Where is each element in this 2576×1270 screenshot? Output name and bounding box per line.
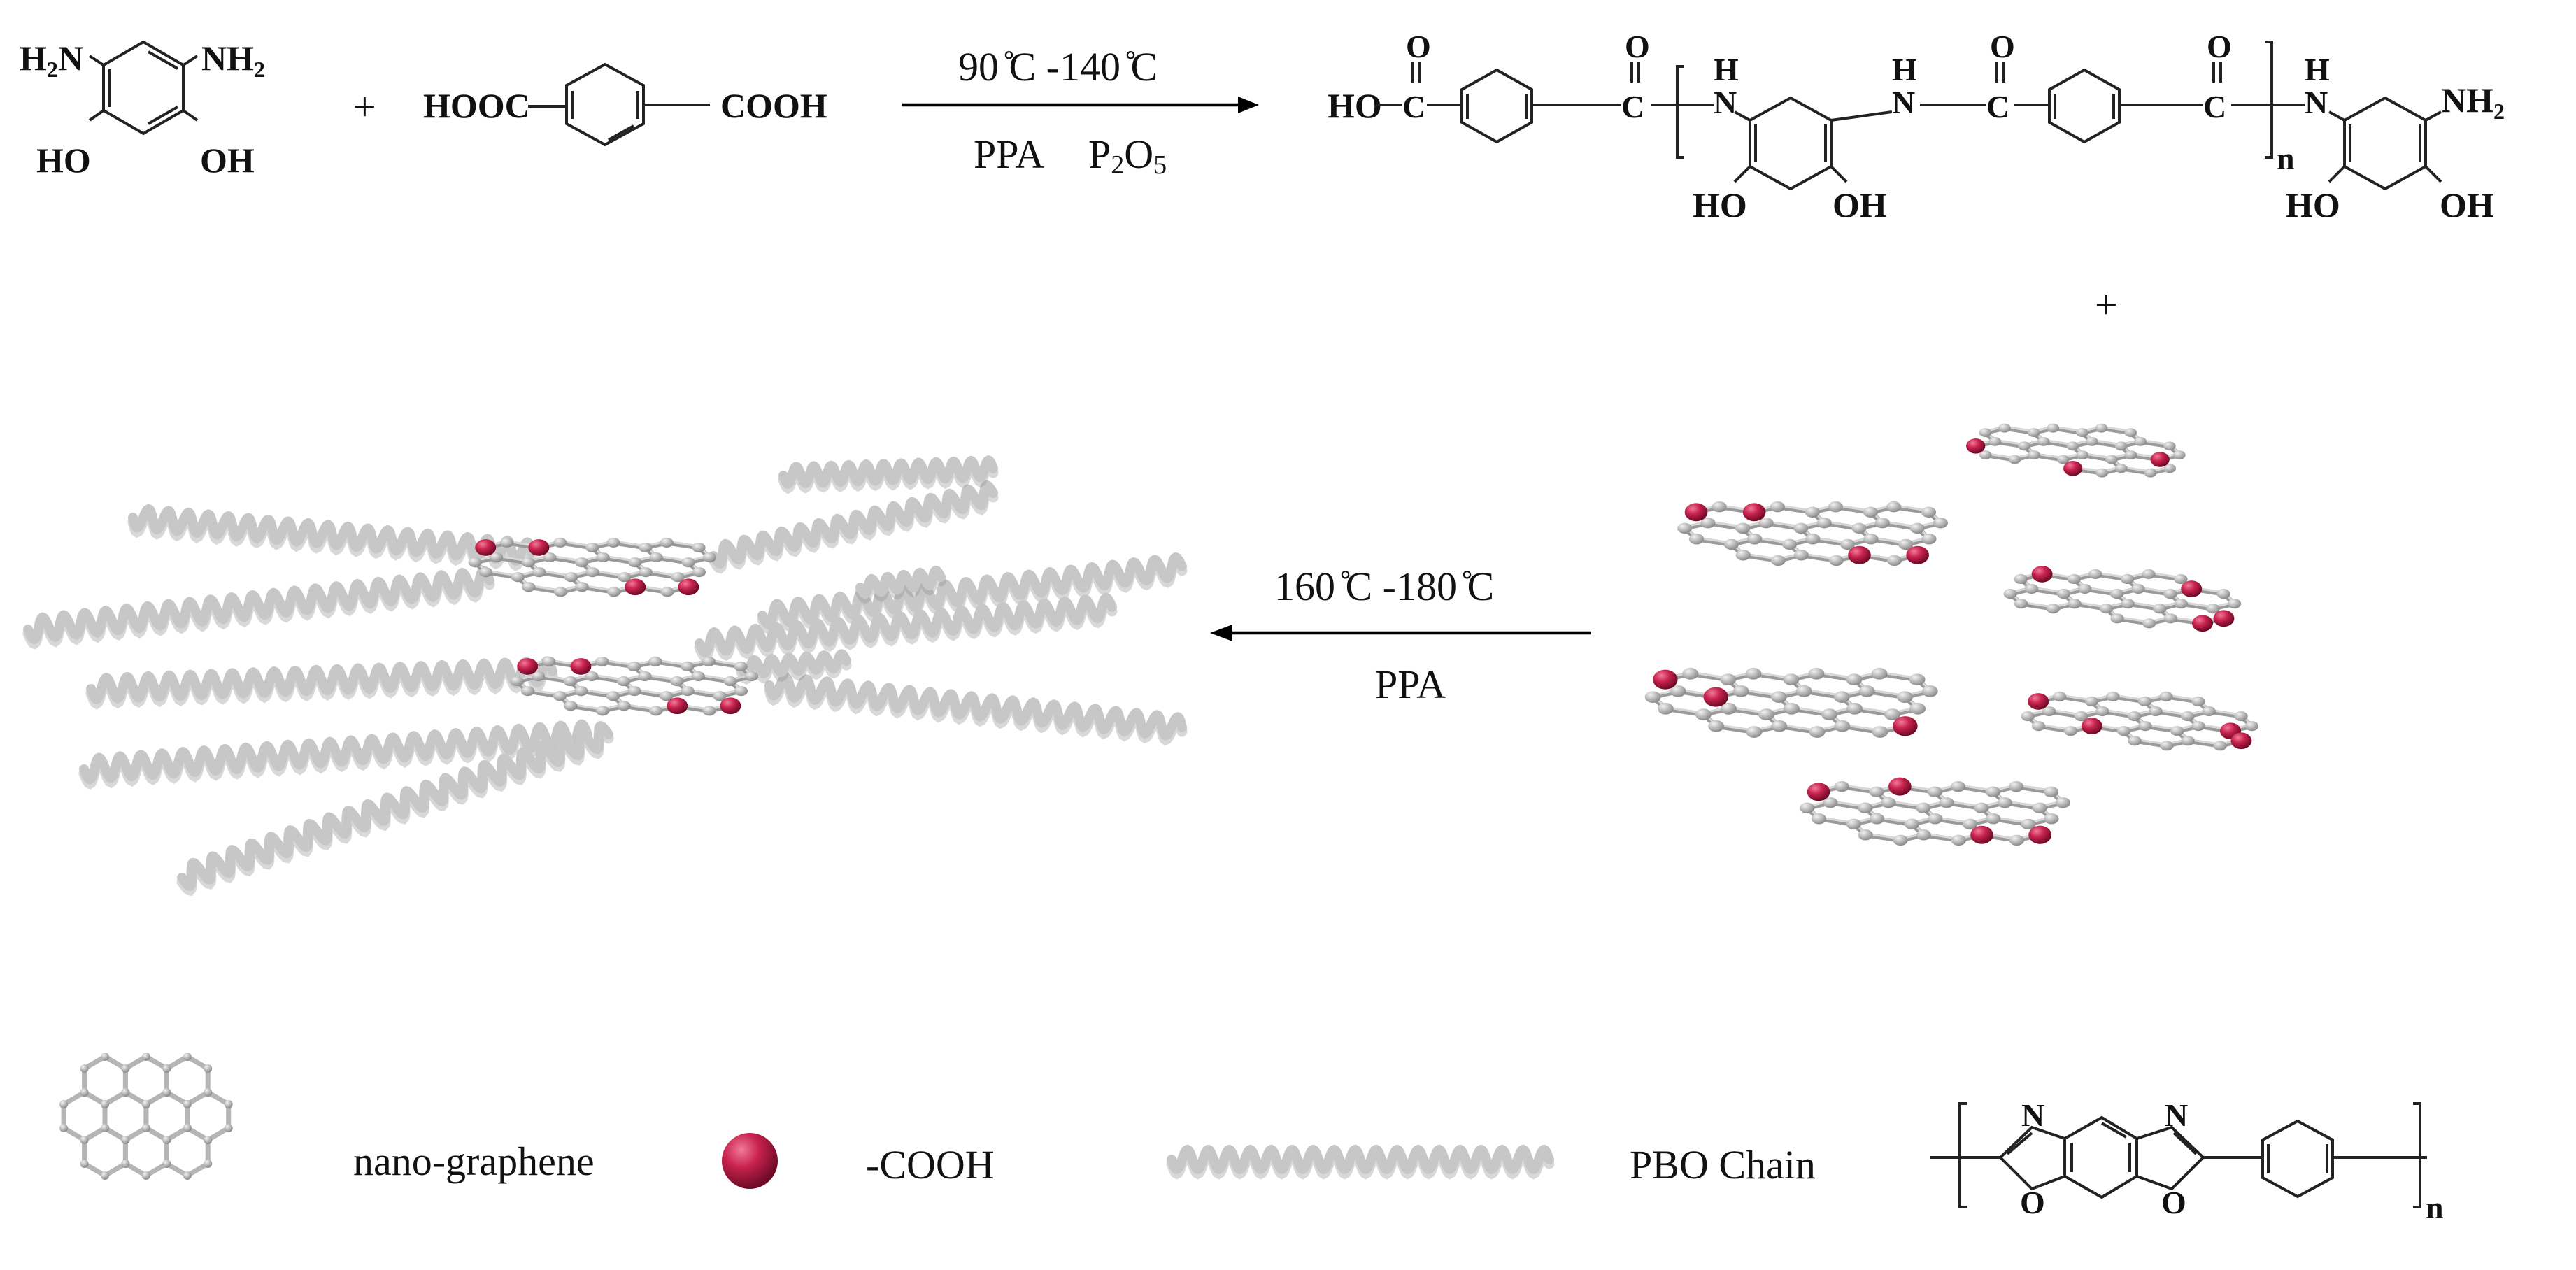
- pbo-graphene-composite: [22, 455, 1188, 897]
- graphene-sheet: [2003, 566, 2242, 632]
- product-nh2-label: NH2: [2441, 80, 2505, 124]
- product-oligomer: HO C O C O H N HO OH H N C O: [1328, 29, 2505, 224]
- helical-coil-icon: [1166, 1145, 1555, 1180]
- legend-graphene-label: nano-graphene: [353, 1139, 595, 1184]
- carbonyl-o-2: O: [1625, 29, 1650, 64]
- pbo-o-left: O: [2020, 1185, 2045, 1220]
- product-ho-ring-1: HO: [1693, 185, 1747, 224]
- product-oh-ring-2: OH: [2440, 185, 2494, 224]
- pbo-chain: [79, 719, 592, 785]
- pbo-chain: [177, 721, 613, 891]
- amide-n-3: N: [2305, 85, 2328, 120]
- carbonyl-c-4: C: [2203, 89, 2226, 124]
- carbonyl-c-2: C: [1621, 89, 1644, 124]
- carbonyl-c-3: C: [1986, 89, 2009, 124]
- graphene-sheet: [1644, 668, 1938, 738]
- pbo-o-right: O: [2161, 1185, 2186, 1220]
- pbo-chain: [855, 565, 946, 599]
- nh2-right-label: NH2: [201, 38, 265, 82]
- pbo-chain: [757, 552, 1187, 629]
- carbonyl-o-3: O: [1990, 29, 2015, 64]
- pbo-chain: [736, 649, 851, 680]
- plus-sign-2: +: [2095, 282, 2118, 327]
- repeat-n-1: n: [2277, 141, 2295, 176]
- amide-n-1: N: [1714, 85, 1737, 120]
- pbo-repeat-n: n: [2426, 1190, 2444, 1225]
- pbo-chain: [778, 455, 998, 489]
- amide-h-2: H: [1892, 52, 1917, 87]
- pbo-repeat-structure: N N O O n: [1930, 1097, 2444, 1225]
- plus-sign-1: +: [353, 84, 376, 129]
- pbo-n-left: N: [2021, 1097, 2044, 1133]
- oh-label: OH: [200, 141, 255, 180]
- ho-label: HO: [36, 141, 91, 180]
- pbo-chain: [23, 565, 494, 645]
- legend-pbo-label: PBO Chain: [1630, 1142, 1816, 1187]
- amide-h-3: H: [2305, 52, 2330, 87]
- pbo-n-right: N: [2165, 1097, 2188, 1133]
- carbonyl-o-1: O: [1406, 29, 1431, 64]
- graphene-sheet: [1800, 777, 2070, 846]
- graphene-sheet: [1677, 501, 1948, 566]
- arrow1-reagent-p2o5: P2O5: [1088, 131, 1167, 180]
- carbonyl-c-1: C: [1402, 89, 1425, 124]
- cooh-label: COOH: [720, 86, 827, 125]
- product-oh-ring-1: OH: [1833, 185, 1887, 224]
- legend-cooh-label: -COOH: [866, 1142, 995, 1187]
- monomer-terephthalic-acid: HOOC COOH: [423, 62, 827, 147]
- product-ho-label: HO: [1328, 86, 1382, 125]
- composite-graphene-sheet: [510, 656, 759, 716]
- reaction-arrow-2: 160 ̊C -180 ̊C PPA: [1210, 564, 1591, 707]
- pbo-chain: [128, 504, 536, 566]
- amide-h-1: H: [1714, 52, 1739, 87]
- monomer-diaminoresorcinol: H2N NH2 HO OH: [20, 38, 265, 180]
- nh2-left-label: H2N: [20, 38, 83, 82]
- graphene-sheet: [2021, 691, 2259, 751]
- hexagonal-graphene-sheet-icon: [59, 1053, 233, 1180]
- amide-n-2: N: [1892, 85, 1915, 120]
- composite-graphene-sheet: [468, 537, 717, 597]
- arrow1-reagent-ppa: PPA: [974, 131, 1044, 177]
- arrow2-reagent: PPA: [1375, 662, 1446, 707]
- product-ho-ring-2: HO: [2286, 185, 2340, 224]
- carbonyl-o-4: O: [2207, 29, 2232, 64]
- pbo-chain: [86, 656, 557, 704]
- nano-graphene-sheets: [1644, 423, 2259, 846]
- hooc-label: HOOC: [423, 86, 530, 125]
- legend: nano-graphene -COOH PBO Chain: [59, 1053, 2444, 1225]
- arrow1-temperature: 90 ̊C -140 ̊C: [958, 44, 1158, 90]
- graphene-sheet: [1966, 423, 2186, 478]
- reaction-arrow-1: 90 ̊C -140 ̊C PPA P2O5: [902, 44, 1259, 180]
- arrow2-temperature: 160 ̊C -180 ̊C: [1274, 564, 1494, 609]
- pbo-chain: [764, 672, 1187, 741]
- pbo-chain: [709, 480, 998, 569]
- pbo-chain: [695, 592, 1117, 658]
- red-sphere-icon: [722, 1133, 778, 1189]
